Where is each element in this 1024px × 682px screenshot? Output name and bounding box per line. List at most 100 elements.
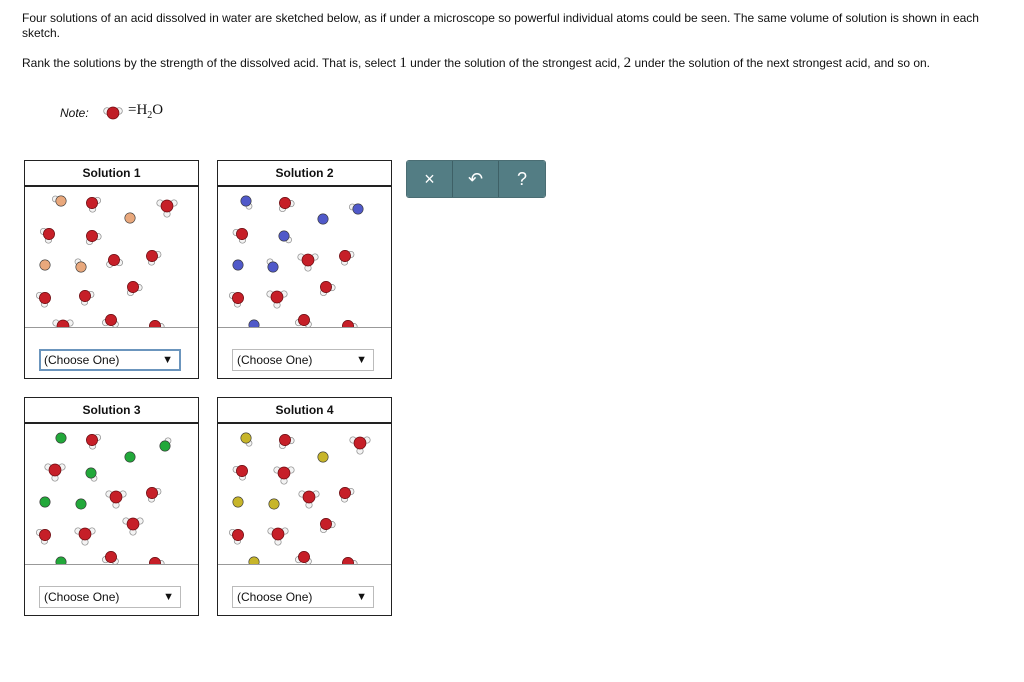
- select-value: (Choose One): [237, 590, 313, 604]
- instructions-text: under the solution of the next strongest…: [631, 56, 931, 70]
- water-molecule-icon: [339, 487, 355, 503]
- panel-title: Solution 2: [218, 161, 391, 187]
- water-molecule-icon: [342, 557, 358, 564]
- anion-icon: [232, 259, 244, 271]
- water-molecule-icon: [339, 250, 355, 266]
- hydronium-ion-icon: [349, 436, 371, 455]
- water-molecule-icon: [102, 314, 119, 327]
- panel-title: Solution 4: [218, 398, 391, 424]
- water-molecule-icon: [146, 487, 162, 503]
- dropdown-arrow-icon: ▼: [356, 354, 367, 366]
- rank-select[interactable]: (Choose One) ▼: [232, 586, 374, 608]
- water-molecule-icon: [149, 557, 165, 564]
- instructions-text: Rank the solutions by the strength of th…: [22, 56, 400, 70]
- select-value: (Choose One): [237, 353, 313, 367]
- help-icon: ?: [516, 168, 527, 189]
- help-button[interactable]: ?: [499, 161, 545, 197]
- water-molecule-icon: [79, 290, 95, 306]
- molecule-sketch: [35, 432, 172, 564]
- hydronium-ion-icon: [122, 517, 144, 536]
- formula-o: O: [152, 102, 164, 118]
- water-molecule-icon: [106, 254, 123, 268]
- water-molecule-icon: [295, 551, 312, 564]
- water-molecule-icon: [228, 291, 244, 308]
- acid-molecule-icon: [266, 258, 279, 273]
- water-molecule-icon: [39, 227, 55, 244]
- select-value: (Choose One): [44, 590, 120, 604]
- acid-molecule-icon: [349, 203, 364, 215]
- rank-number-1: 1: [399, 55, 407, 71]
- instructions-text: under the solution of the strongest acid…: [406, 56, 624, 70]
- anion-icon: [124, 212, 136, 224]
- water-molecule-icon: [342, 320, 358, 327]
- anion-icon: [317, 213, 329, 225]
- water-molecule-icon: [86, 196, 102, 213]
- hydronium-ion-icon: [52, 319, 74, 327]
- undo-icon: ↶: [467, 168, 484, 189]
- water-molecule-icon: [86, 433, 102, 450]
- hydronium-ion-icon: [298, 490, 320, 509]
- instructions-paragraph-2: Rank the solutions by the strength of th…: [22, 56, 1007, 71]
- acid-molecule-icon: [52, 195, 67, 207]
- water-molecule-icon: [103, 106, 123, 120]
- acid-molecule-icon: [55, 556, 67, 564]
- answer-toolbar: × ↶ ?: [406, 160, 546, 198]
- acid-molecule-icon: [85, 467, 98, 482]
- solution-panel-4: Solution 4 (Choose One) ▼: [217, 397, 392, 616]
- water-molecule-icon: [149, 320, 165, 327]
- rank-number-2: 2: [623, 55, 632, 71]
- divider: [218, 327, 391, 328]
- panel-title: Solution 3: [25, 398, 198, 424]
- water-molecule-icon: [126, 281, 143, 297]
- dropdown-arrow-icon: ▼: [163, 591, 174, 603]
- hydronium-ion-icon: [273, 466, 295, 485]
- select-value: (Choose One): [44, 353, 120, 367]
- rank-select[interactable]: (Choose One) ▼: [39, 349, 181, 371]
- solution-panel-3: Solution 3 (Choose One) ▼: [24, 397, 199, 616]
- hydronium-ion-icon: [297, 253, 319, 272]
- water-molecule-icon: [232, 228, 248, 244]
- undo-button[interactable]: ↶: [453, 161, 499, 197]
- water-molecule-icon: [319, 518, 336, 534]
- note-label: Note:: [60, 106, 89, 120]
- anion-icon: [317, 451, 329, 463]
- solution-panel-1: Solution 1 (Choose One)▼: [24, 160, 199, 379]
- water-molecule-icon: [232, 465, 248, 481]
- water-molecule-icon: [35, 291, 51, 308]
- divider: [218, 564, 391, 565]
- close-icon: ×: [424, 168, 435, 189]
- hydronium-ion-icon: [267, 527, 289, 546]
- anion-icon: [232, 496, 244, 508]
- water-molecule-icon: [146, 250, 162, 266]
- hydronium-ion-icon: [44, 463, 66, 482]
- water-molecule-icon: [278, 434, 295, 450]
- anion-icon: [39, 496, 51, 508]
- anion-icon: [55, 432, 67, 444]
- rank-select[interactable]: (Choose One) ▼: [232, 349, 374, 371]
- rank-select[interactable]: (Choose One) ▼: [39, 586, 181, 608]
- clear-button[interactable]: ×: [407, 161, 453, 197]
- hydronium-ion-icon: [74, 527, 96, 546]
- anion-icon: [75, 498, 87, 510]
- water-molecule-icon: [35, 528, 51, 545]
- dropdown-arrow-icon: ▼: [162, 354, 173, 366]
- divider: [25, 564, 198, 565]
- water-molecule-icon: [295, 314, 312, 327]
- solution-panel-2: Solution 2 (Choose One) ▼: [217, 160, 392, 379]
- acid-molecule-icon: [248, 556, 260, 564]
- water-molecule-icon: [278, 197, 295, 213]
- water-molecule-icon: [319, 281, 336, 297]
- acid-molecule-icon: [240, 432, 253, 447]
- instructions-paragraph-1: Four solutions of an acid dissolved in w…: [22, 11, 979, 40]
- molecule-sketch: [35, 195, 178, 327]
- acid-molecule-icon: [278, 230, 292, 244]
- water-formula: =H2O: [128, 102, 163, 121]
- dropdown-arrow-icon: ▼: [356, 591, 367, 603]
- molecule-sketch: [228, 432, 371, 564]
- acid-molecule-icon: [159, 437, 172, 452]
- divider: [25, 327, 198, 328]
- water-molecule-icon: [102, 551, 119, 564]
- anion-icon: [268, 498, 280, 510]
- formula-subscript: 2: [147, 110, 153, 121]
- hydronium-ion-icon: [266, 290, 288, 309]
